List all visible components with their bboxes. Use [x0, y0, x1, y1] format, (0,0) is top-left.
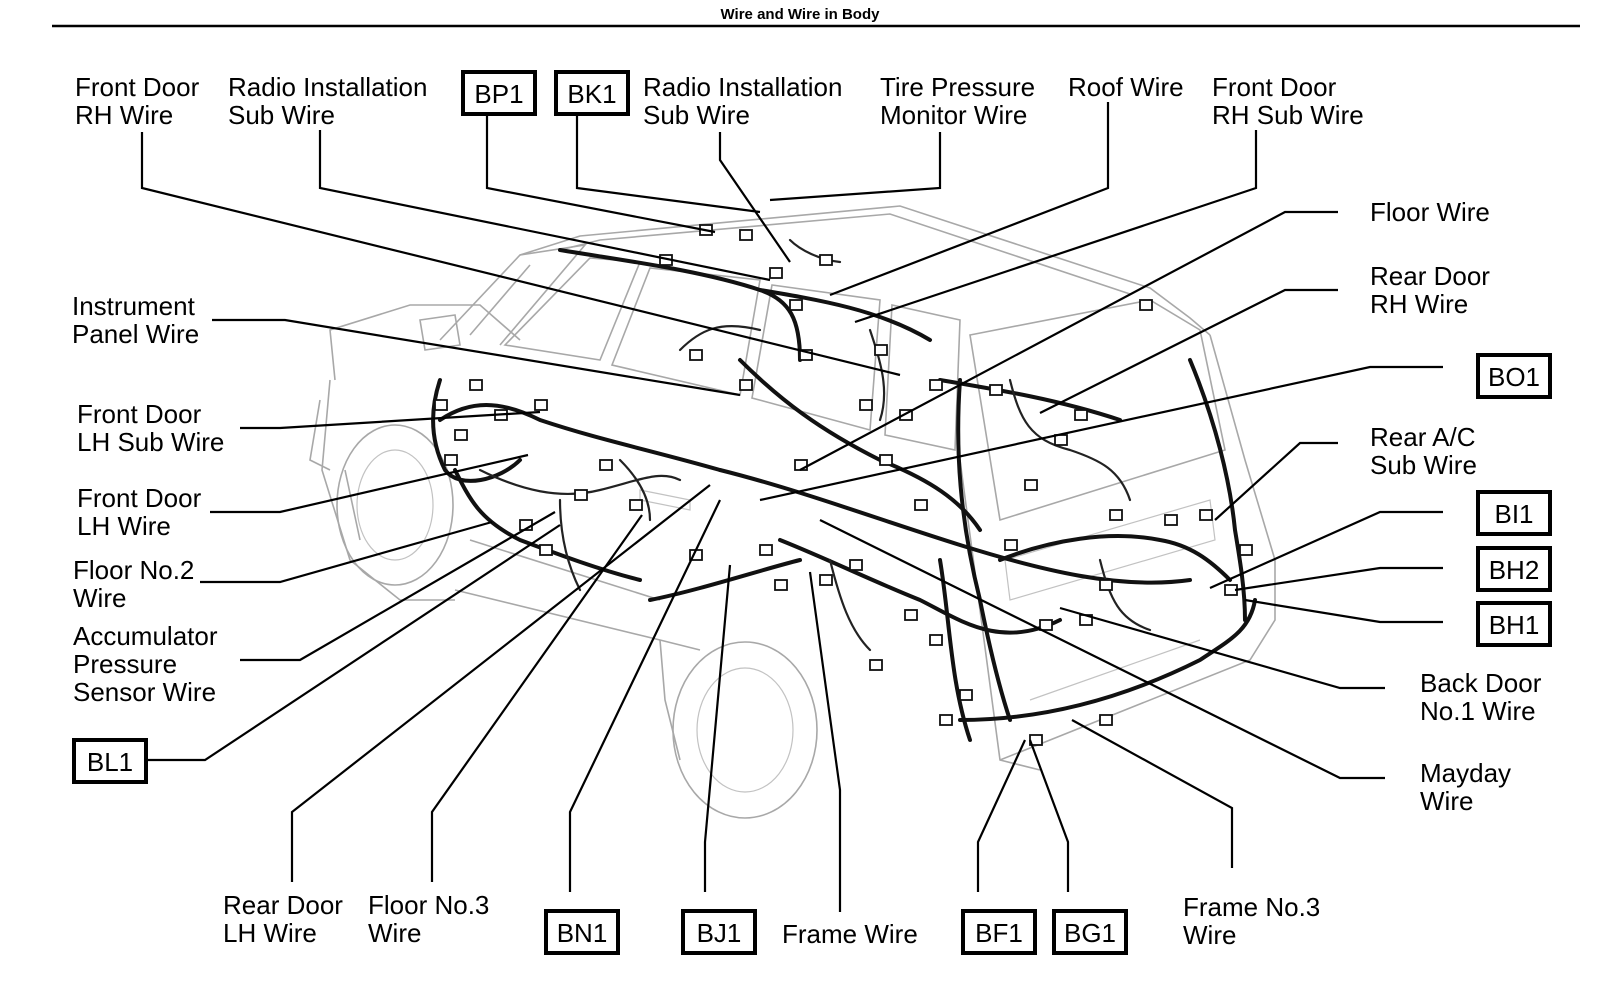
label-rear-door-rh-wire: Rear Door RH Wire [1370, 261, 1497, 319]
label-frame-wire: Frame Wire [782, 919, 918, 949]
svg-text:BG1: BG1 [1064, 918, 1116, 948]
tag-bl1: BL1 [72, 738, 148, 784]
label-front-door-rh-sub-wire: Front Door RH Sub Wire [1212, 72, 1364, 130]
svg-text:BO1: BO1 [1488, 362, 1540, 392]
label-rear-ac-sub-wire: Rear A/C Sub Wire [1370, 422, 1483, 480]
label-frame-no3-wire: Frame No.3 Wire [1183, 892, 1328, 950]
svg-text:BK1: BK1 [567, 79, 616, 109]
label-floor-no3-wire: Floor No.3 Wire [368, 890, 497, 948]
label-radio-installation-sub-wire-left: Radio Installation Sub Wire [228, 72, 435, 130]
tag-bh1: BH1 [1476, 601, 1552, 647]
wiring-harness [431, 238, 1257, 742]
tag-bf1: BF1 [961, 909, 1037, 955]
label-mayday-wire: Mayday Wire [1420, 758, 1518, 816]
label-tire-pressure-monitor-wire: Tire Pressure Monitor Wire [880, 72, 1042, 130]
svg-text:BL1: BL1 [87, 747, 133, 777]
svg-text:BJ1: BJ1 [697, 918, 742, 948]
svg-text:BP1: BP1 [474, 79, 523, 109]
page-title: Wire and Wire in Body [721, 6, 881, 23]
svg-text:BN1: BN1 [557, 918, 608, 948]
tag-bk1: BK1 [554, 70, 630, 116]
connector-tags: BP1 BK1 BO1 BI1 BH2 BH1 BL1 BN1 [72, 70, 1552, 955]
wire-labels: Front Door RH Wire Radio Installation Su… [72, 72, 1549, 950]
label-front-door-rh-wire: Front Door RH Wire [75, 72, 207, 130]
vehicle-body-outline [309, 205, 1276, 819]
tag-bi1: BI1 [1476, 490, 1552, 536]
leader-lines [140, 102, 1443, 912]
svg-text:BH1: BH1 [1489, 610, 1540, 640]
tag-bp1: BP1 [461, 70, 537, 116]
label-instrument-panel-wire: Instrument Panel Wire [72, 291, 202, 349]
label-radio-installation-sub-wire-right: Radio Installation Sub Wire [643, 72, 850, 130]
tag-bo1: BO1 [1476, 353, 1552, 399]
tag-bn1: BN1 [544, 909, 620, 955]
tag-bg1: BG1 [1052, 909, 1128, 955]
svg-text:BI1: BI1 [1494, 499, 1533, 529]
label-front-door-lh-sub-wire: Front Door LH Sub Wire [77, 399, 224, 457]
label-rear-door-lh-wire: Rear Door LH Wire [223, 890, 350, 948]
label-accumulator-pressure-sensor-wire: Accumulator Pressure Sensor Wire [73, 621, 225, 707]
label-floor-wire: Floor Wire [1370, 197, 1490, 227]
label-front-door-lh-wire: Front Door LH Wire [77, 483, 209, 541]
harness-connectors [434, 224, 1253, 746]
tag-bj1: BJ1 [681, 909, 757, 955]
label-back-door-no1-wire: Back Door No.1 Wire [1420, 668, 1549, 726]
tag-bh2: BH2 [1476, 546, 1552, 592]
svg-text:BH2: BH2 [1489, 555, 1540, 585]
label-floor-no2-wire: Floor No.2 Wire [73, 555, 202, 613]
svg-text:BF1: BF1 [975, 918, 1023, 948]
label-roof-wire: Roof Wire [1068, 72, 1184, 102]
